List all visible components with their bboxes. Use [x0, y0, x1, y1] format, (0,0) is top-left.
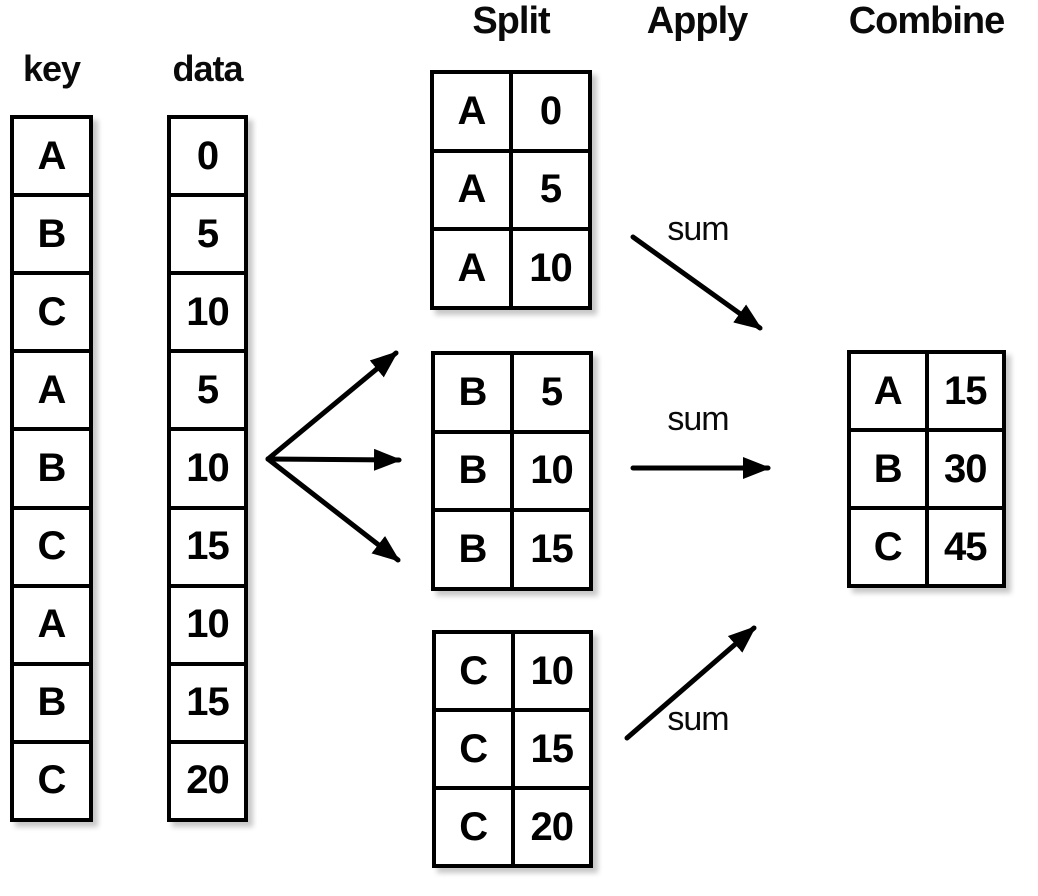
table-cell: 5: [512, 353, 591, 432]
table-cell: 30: [926, 430, 1004, 508]
apply-sum-label-c: sum: [667, 700, 729, 738]
split-arrow-to-group-c: [265, 456, 401, 563]
table-cell: 10: [169, 585, 246, 664]
table-cell: 20: [169, 741, 246, 820]
table-cell: A: [12, 117, 91, 196]
table-cell: C: [12, 507, 91, 586]
table-cell: 10: [169, 273, 246, 352]
table-cell: C: [434, 788, 513, 866]
table-cell: 15: [512, 510, 591, 589]
table-cell: 15: [926, 352, 1004, 430]
table-cell: B: [433, 431, 512, 511]
data-column-label: data: [172, 48, 243, 89]
table-cell: 5: [169, 351, 246, 430]
table-cell: A: [12, 585, 91, 664]
table-cell: 10: [511, 229, 590, 308]
stage-header-apply: Apply: [646, 0, 749, 42]
table-cell: C: [12, 273, 91, 352]
table-cell: 5: [511, 150, 590, 230]
key-column-label: key: [22, 48, 81, 89]
table-cell: B: [12, 429, 91, 508]
table-cell: 15: [169, 507, 246, 586]
table-cell: 0: [169, 117, 246, 196]
table-cell: B: [12, 663, 91, 742]
apply-sum-label-b: sum: [667, 400, 729, 438]
table-cell: A: [432, 150, 511, 230]
stage-header-split: Split: [472, 0, 550, 42]
stage-header-combine: Combine: [848, 0, 1006, 42]
table-cell: 0: [511, 72, 590, 151]
split-arrow-to-group-b: [265, 448, 402, 471]
table-cell: 10: [169, 429, 246, 508]
table-cell: C: [434, 632, 513, 710]
table-cell: B: [849, 430, 927, 508]
table-cell: B: [433, 510, 512, 589]
table-cell: 10: [512, 632, 591, 710]
table-cell: A: [432, 72, 511, 151]
table-cell: A: [432, 229, 511, 308]
table-cell: B: [433, 353, 512, 432]
table-cell: C: [849, 508, 927, 586]
table-cell: C: [12, 741, 91, 820]
split-arrow-to-group-a: [265, 350, 399, 462]
table-cell: 10: [512, 431, 591, 511]
table-cell: A: [849, 352, 927, 430]
table-cell: 20: [512, 788, 591, 866]
table-cell: B: [12, 195, 91, 274]
apply-sum-label-a: sum: [667, 210, 729, 248]
table-cell: 15: [169, 663, 246, 742]
table-cell: C: [434, 710, 513, 788]
table-cell: 45: [926, 508, 1004, 586]
table-cell: 5: [169, 195, 246, 274]
table-cell: A: [12, 351, 91, 430]
table-cell: 15: [512, 710, 591, 788]
apply-arrow-from-group-a: [630, 234, 763, 331]
